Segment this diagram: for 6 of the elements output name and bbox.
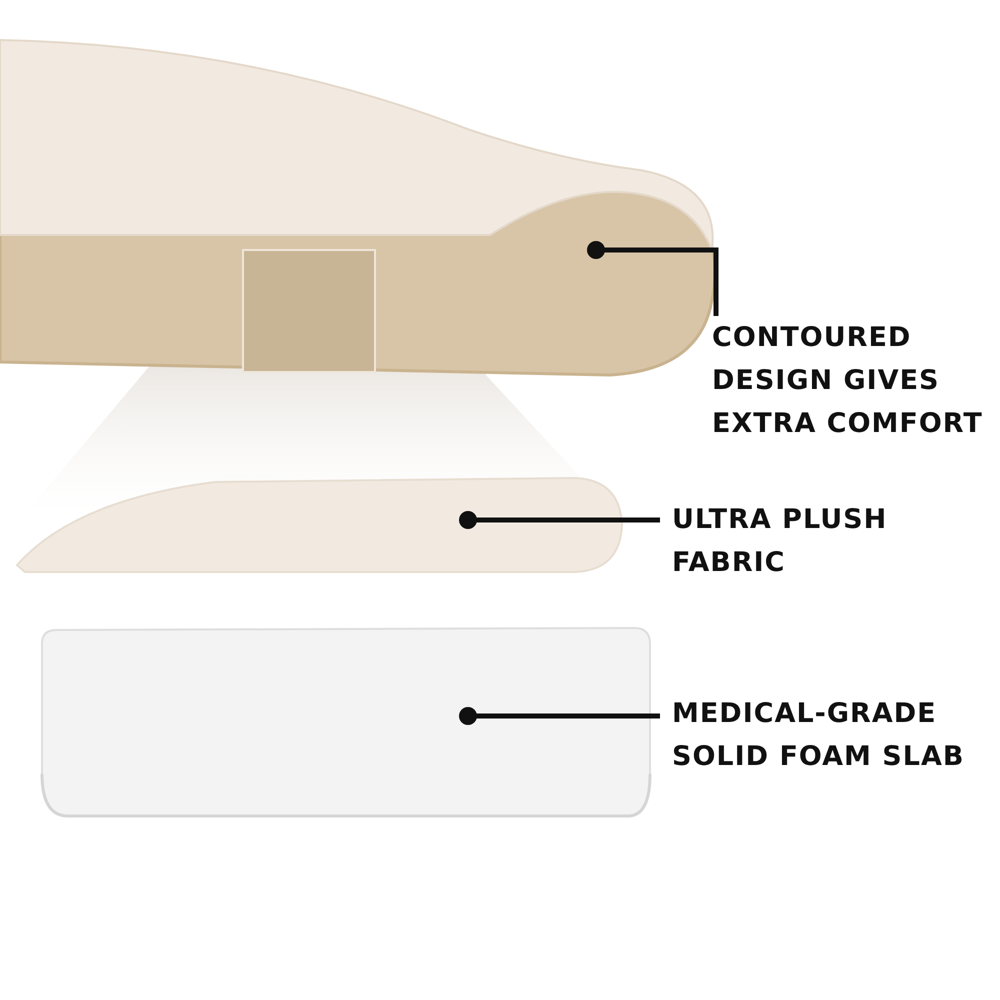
- callout-text: CONTOURED DESIGN GIVES EXTRA COMFORT: [712, 321, 984, 441]
- callout-text: ULTRA PLUSH FABRIC: [672, 503, 888, 580]
- leader-line: [459, 511, 660, 529]
- callout-text: MEDICAL-GRADE SOLID FOAM SLAB: [672, 697, 966, 774]
- leader-line: [459, 707, 660, 725]
- leader-line: [587, 241, 718, 316]
